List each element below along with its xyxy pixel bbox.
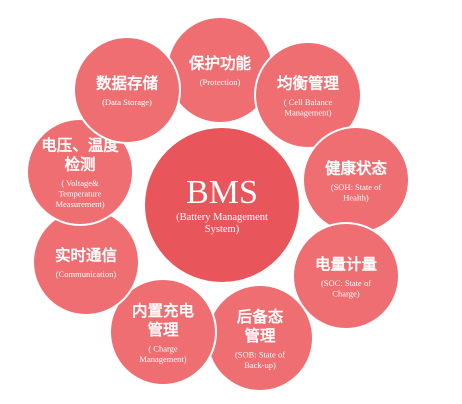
node-title-voltage-temp-line-1: 检测 xyxy=(64,155,95,174)
node-circle-cell-balance xyxy=(254,41,362,149)
node-subtitle-charge-line-1: Management) xyxy=(139,354,186,364)
node-data-storage: 数据存储 (Data Storage) xyxy=(73,36,181,144)
node-title-soh-line-0: 健康状态 xyxy=(325,158,388,177)
node-subtitle-sob-line-1: Back-up) xyxy=(244,360,276,370)
node-circle-soc xyxy=(292,222,400,330)
node-title-sob-line-1: 管理 xyxy=(244,326,276,345)
center-subtitle-line-0: (Battery Management xyxy=(176,212,268,223)
node-subtitle-cell-balance-line-0: ( Cell Balance xyxy=(284,97,333,107)
center-subtitle-line-1: System) xyxy=(205,224,240,235)
node-subtitle-charge-line-0: ( Charge xyxy=(148,343,178,353)
node-subtitle-voltage-temp-line-2: Measurement) xyxy=(55,199,104,209)
node-subtitle-soh-line-0: (SOH: State of xyxy=(331,182,382,192)
node-title-sob-line-0: 后备态 xyxy=(237,307,284,326)
node-circle-voltage-temp xyxy=(26,118,134,226)
node-title-protection-line-0: 保护功能 xyxy=(188,54,252,73)
node-subtitle-voltage-temp-line-0: ( Voltage& xyxy=(61,178,99,188)
node-subtitle-sob-line-0: (SOB: State of xyxy=(235,349,285,359)
node-title-cell-balance-line-0: 均衡管理 xyxy=(277,73,340,92)
node-subtitle-voltage-temp-line-1: Temperature xyxy=(59,189,102,199)
node-subtitle-soc-line-0: (SOC: State of xyxy=(321,278,371,288)
node-title-charge-line-1: 管理 xyxy=(147,320,179,339)
node-title-soc-line-0: 电量计量 xyxy=(315,254,378,273)
center-title: BMS xyxy=(186,174,258,211)
node-circle-charge xyxy=(109,278,217,386)
node-title-data-storage-line-0: 数据存储 xyxy=(96,74,159,93)
node-subtitle-soh-line-1: Health) xyxy=(343,192,369,202)
node-subtitle-communication-line-0: (Communication) xyxy=(56,269,117,279)
node-subtitle-data-storage-line-0: (Data Storage) xyxy=(102,97,152,107)
node-title-communication-line-0: 实时通信 xyxy=(55,246,117,265)
node-circle-soh xyxy=(302,126,410,234)
center-circle xyxy=(143,126,301,284)
node-subtitle-cell-balance-line-1: Management) xyxy=(284,107,331,117)
node-subtitle-protection-line-0: (Protection) xyxy=(200,77,241,87)
node-title-charge-line-0: 内置充电 xyxy=(132,301,195,320)
node-circle-data-storage xyxy=(73,36,181,144)
node-subtitle-soc-line-1: Charge) xyxy=(332,288,359,298)
node-title-voltage-temp-line-0: 电压、温度 xyxy=(41,136,119,155)
